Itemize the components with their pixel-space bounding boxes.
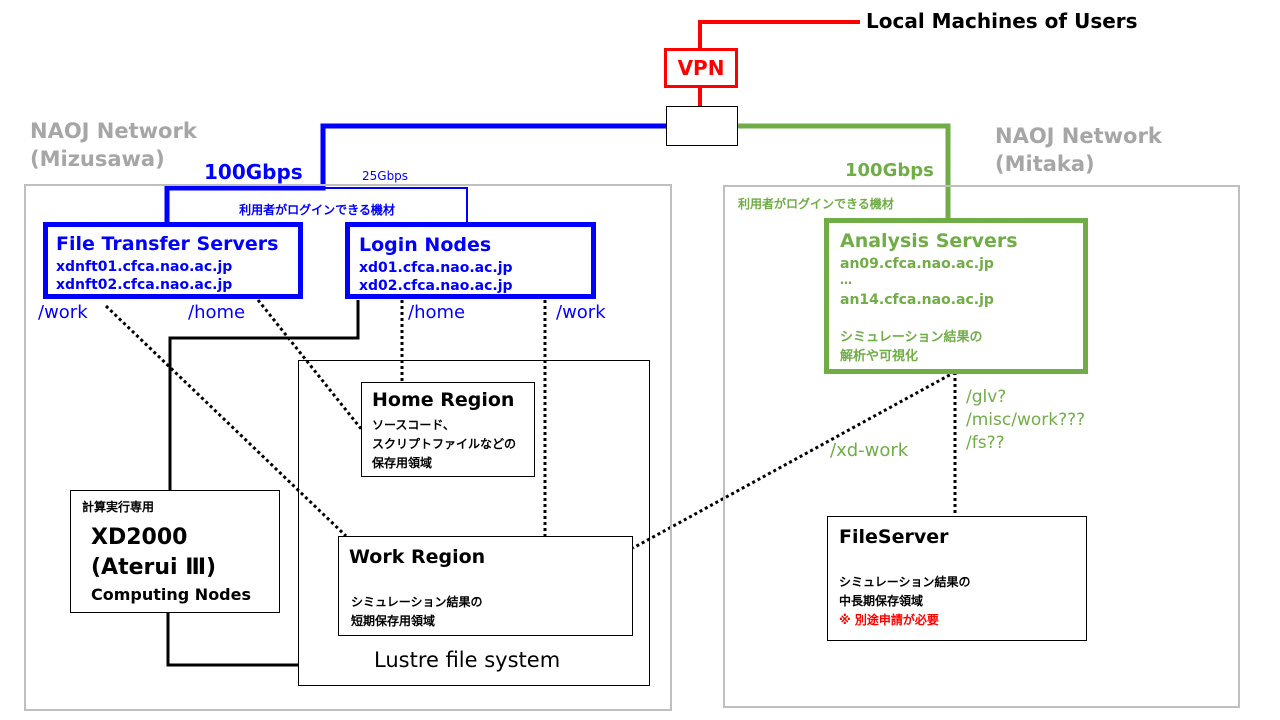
mizusawa-network-region bbox=[24, 184, 672, 711]
fts-host-2: xdnft02.cfca.nao.ac.jp bbox=[56, 277, 233, 293]
xd2000-tag: 計算実行専用 bbox=[82, 500, 155, 514]
fileserver-desc-2: 中長期保存領域 bbox=[839, 594, 924, 608]
local-machines-label: Local Machines of Users bbox=[866, 9, 1138, 33]
login-host-1: xd01.cfca.nao.ac.jp bbox=[359, 260, 513, 276]
mizusawa-speed-small: 25Gbps bbox=[362, 169, 409, 183]
work-region-desc-2: 短期保存用領域 bbox=[351, 614, 436, 628]
fileserver-title: FileServer bbox=[839, 526, 949, 548]
fileserver-box: FileServer シミュレーション結果の 中長期保存領域 ※ 別途申請が必要 bbox=[827, 516, 1087, 641]
login-nodes-box: Login Nodes xd01.cfca.nao.ac.jp xd02.cfc… bbox=[345, 222, 596, 299]
lustre-file-system bbox=[298, 360, 650, 686]
work-region-desc-1: シミュレーション結果の bbox=[351, 595, 483, 609]
red-link bbox=[698, 20, 860, 48]
mitaka-path-1: /glv? bbox=[966, 387, 1007, 407]
analysis-servers-box: Analysis Servers an09.cfca.nao.ac.jp … a… bbox=[824, 218, 1088, 374]
login-capable-label-blue-text: 利用者がログインできる機材 bbox=[239, 202, 395, 217]
blue-25g-link bbox=[323, 187, 468, 222]
mizusawa-speed: 100Gbps bbox=[204, 160, 303, 184]
login-to-xd2000 bbox=[168, 300, 360, 490]
green-100g-link bbox=[738, 123, 951, 218]
home-region-desc-3: 保存用領域 bbox=[372, 456, 433, 470]
xd2000-line-2: (Aterui Ⅲ) bbox=[91, 555, 217, 580]
analysis-to-work-region bbox=[632, 370, 956, 550]
home-region-title: Home Region bbox=[372, 389, 515, 411]
login-capable-label-green: 利用者がログインできる機材 bbox=[738, 197, 894, 211]
fts-work-path: /work bbox=[38, 302, 88, 323]
login-work-path: /work bbox=[556, 302, 606, 323]
login-capable-label-blue: 利用者がログインできる機材 bbox=[167, 197, 467, 221]
work-region-title: Work Region bbox=[349, 546, 486, 568]
home-region-box: Home Region ソースコード、 スクリプトファイルなどの 保存用領域 bbox=[361, 382, 535, 477]
mitaka-speed: 100Gbps bbox=[845, 160, 934, 181]
fts-host-1: xdnft01.cfca.nao.ac.jp bbox=[56, 259, 233, 275]
login-home-path: /home bbox=[408, 302, 466, 323]
login-host-2: xd02.cfca.nao.ac.jp bbox=[359, 278, 513, 294]
fileserver-note: ※ 別途申請が必要 bbox=[839, 613, 939, 627]
mizusawa-label-line2: (Mizusawa) bbox=[30, 147, 165, 171]
vpn-label: VPN bbox=[677, 56, 725, 80]
vpn-box: VPN bbox=[664, 48, 738, 88]
lustre-label: Lustre file system bbox=[374, 648, 561, 672]
mitaka-network-region bbox=[723, 185, 1240, 708]
file-transfer-servers-box: File Transfer Servers xdnft01.cfca.nao.a… bbox=[43, 222, 303, 299]
analysis-ellipsis: … bbox=[840, 273, 852, 287]
fts-home-to-home-region bbox=[256, 299, 364, 431]
mitaka-path-2: /misc/work??? bbox=[966, 410, 1086, 430]
fts-home-path: /home bbox=[188, 302, 246, 323]
xd-work-path: /xd-work bbox=[830, 440, 909, 461]
mizusawa-label-line1: NAOJ Network bbox=[30, 119, 197, 143]
xd2000-line-1: XD2000 bbox=[91, 525, 188, 550]
mitaka-label-line1: NAOJ Network bbox=[995, 124, 1162, 148]
analysis-desc-1: シミュレーション結果の bbox=[840, 330, 983, 345]
analysis-host-1: an09.cfca.nao.ac.jp bbox=[840, 256, 994, 272]
analysis-desc-2: 解析や可視化 bbox=[840, 349, 919, 364]
analysis-title: Analysis Servers bbox=[840, 230, 1018, 252]
analysis-host-2: an14.cfca.nao.ac.jp bbox=[840, 292, 994, 308]
mitaka-path-3: /fs?? bbox=[966, 433, 1005, 453]
xd2000-line-3: Computing Nodes bbox=[91, 585, 252, 604]
fileserver-desc-1: シミュレーション結果の bbox=[839, 575, 971, 589]
fts-title: File Transfer Servers bbox=[56, 233, 279, 255]
work-region-box: Work Region シミュレーション結果の 短期保存用領域 bbox=[338, 536, 633, 636]
xd2000-to-lustre bbox=[166, 612, 298, 667]
home-region-desc-2: スクリプトファイルなどの bbox=[372, 437, 517, 451]
fts-work-to-work-region bbox=[104, 304, 348, 538]
xd2000-box: 計算実行専用 XD2000 (Aterui Ⅲ) Computing Nodes bbox=[70, 490, 280, 613]
login-title: Login Nodes bbox=[359, 234, 492, 256]
network-switch bbox=[666, 106, 738, 146]
mitaka-label-line2: (Mitaka) bbox=[995, 152, 1095, 176]
home-region-desc-1: ソースコード、 bbox=[372, 418, 455, 432]
